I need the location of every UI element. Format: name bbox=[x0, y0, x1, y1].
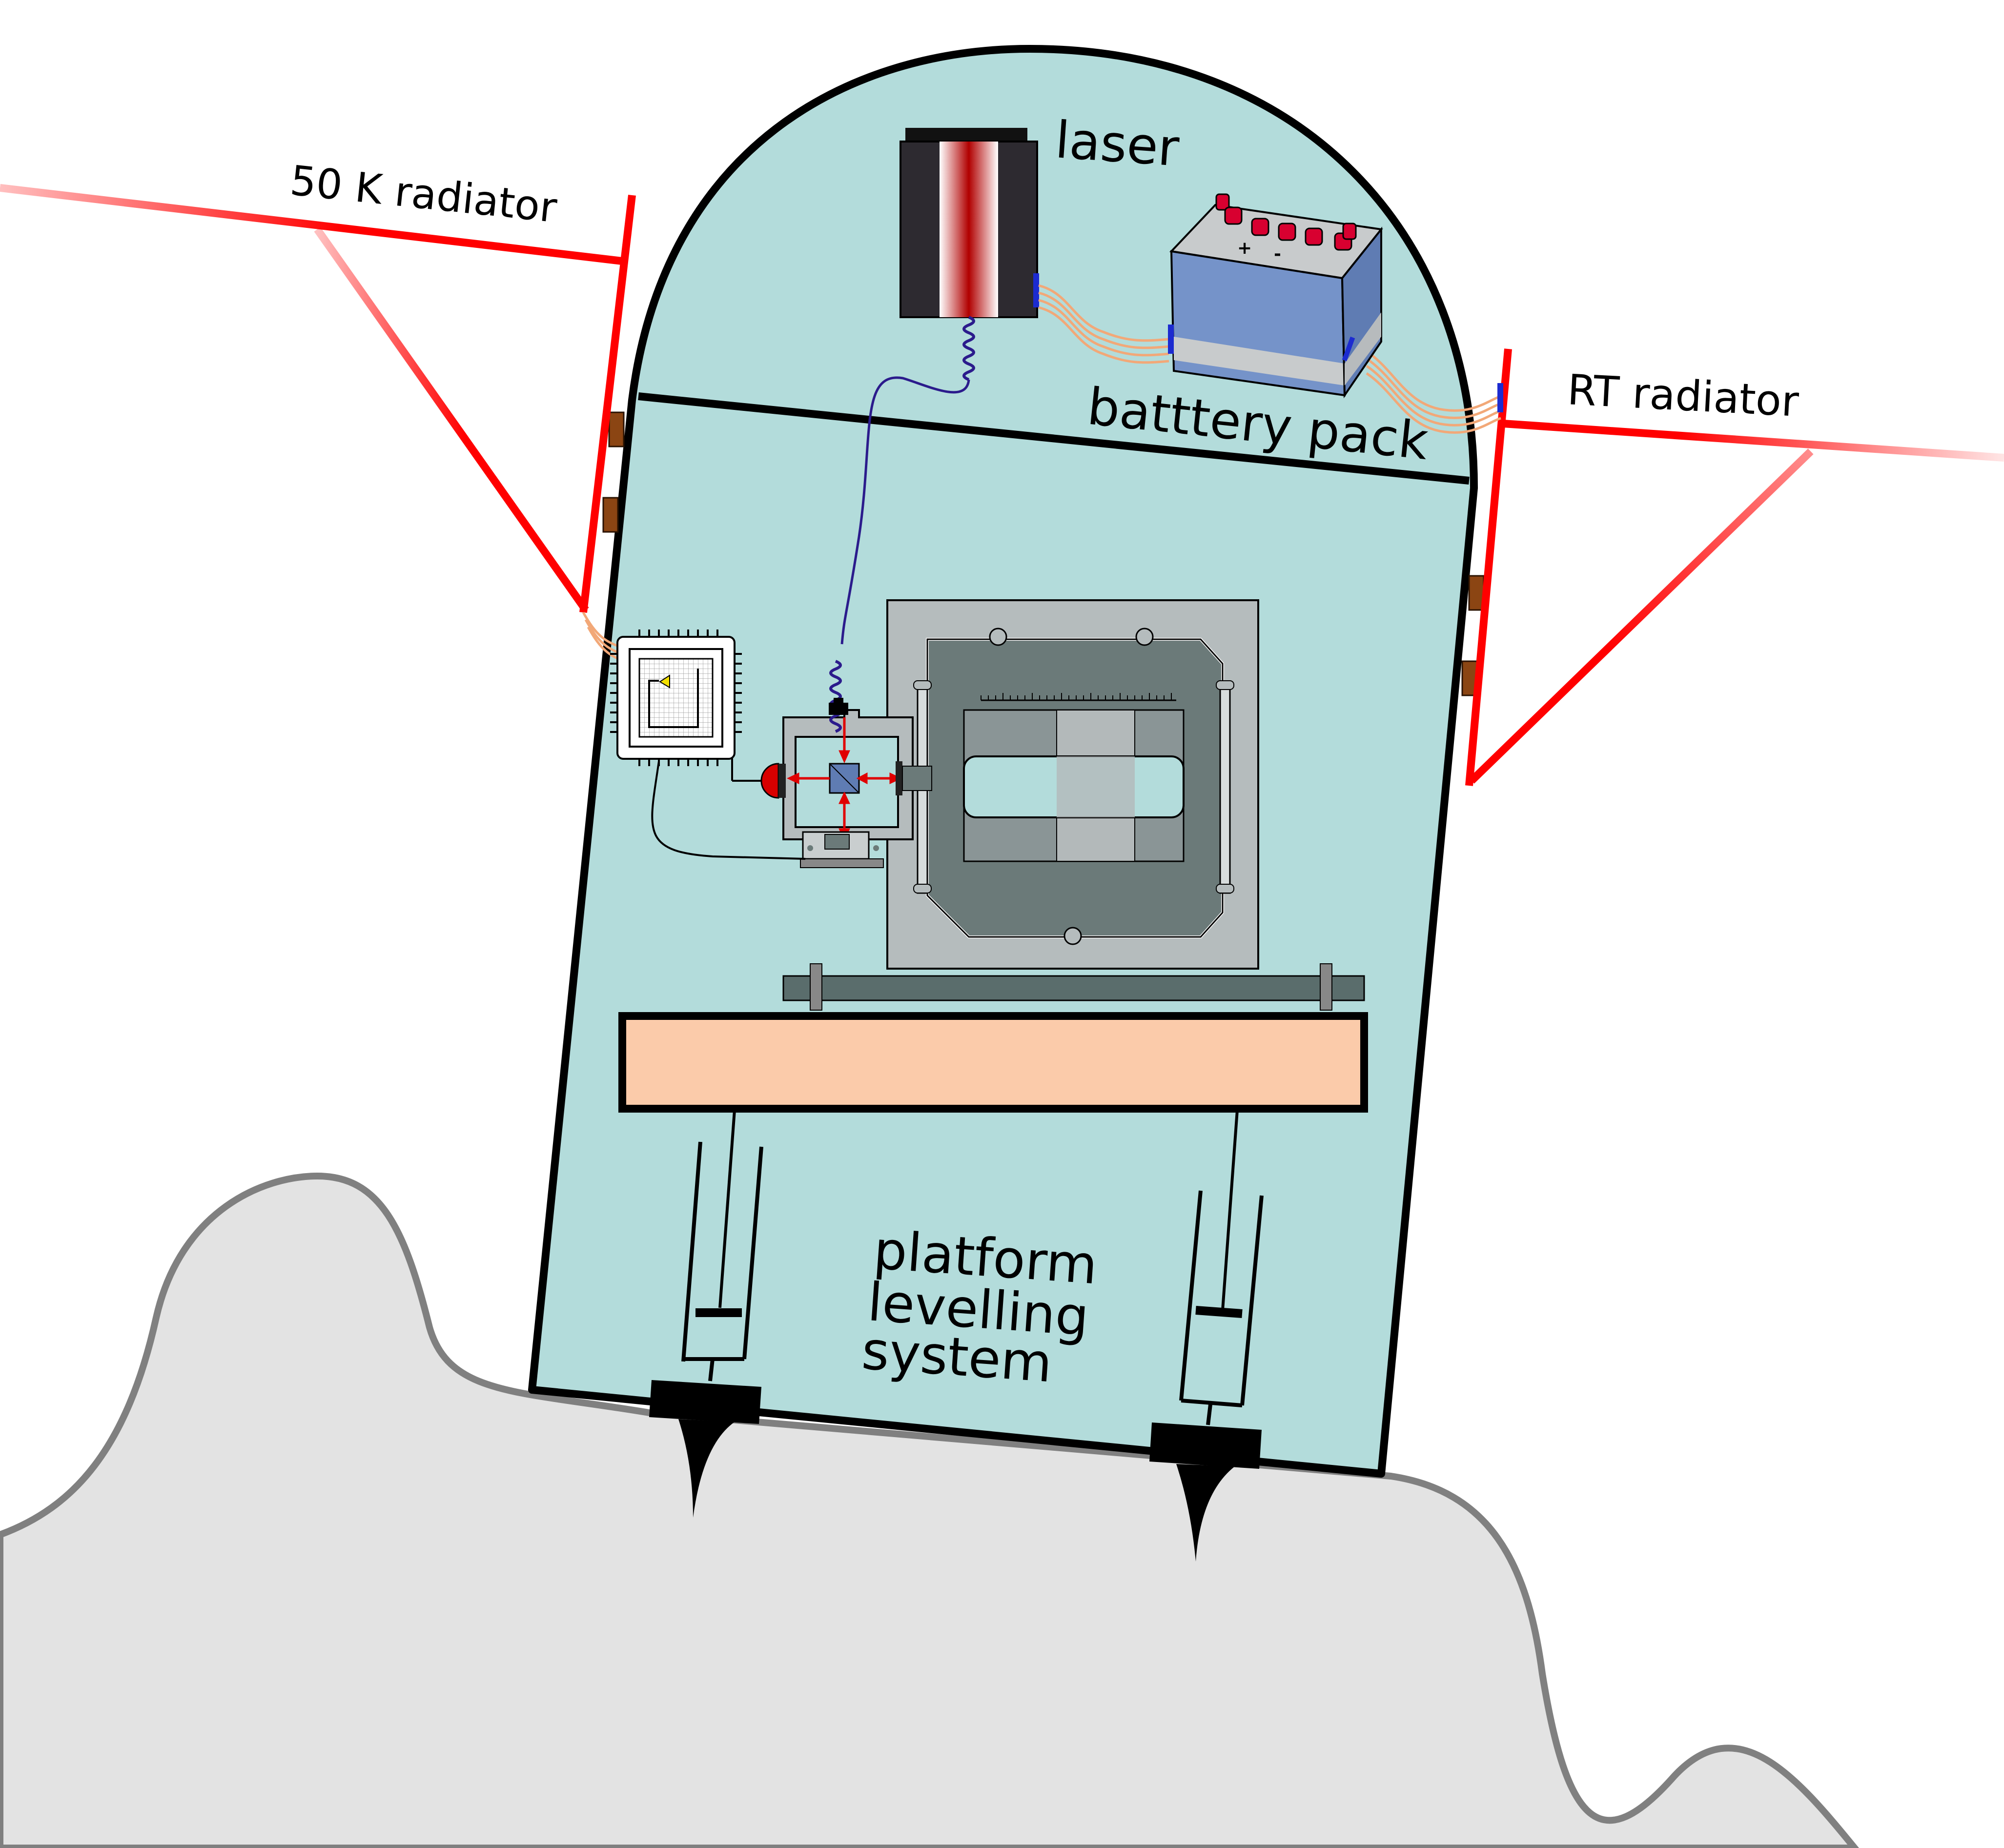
radiator-50k bbox=[0, 184, 636, 613]
platform-label-line3: system bbox=[860, 1320, 1054, 1394]
radiator-50k-label: 50 K radiator bbox=[288, 156, 559, 232]
wires-orange bbox=[582, 284, 1501, 665]
radiator-rt-label: RT radiator bbox=[1566, 366, 1800, 426]
terrain bbox=[0, 1172, 1860, 1848]
mirror bbox=[896, 761, 932, 795]
radiator-rt bbox=[1465, 348, 2004, 786]
battery-plus-sign: + bbox=[1237, 238, 1252, 258]
clamps bbox=[602, 411, 1485, 696]
actuator bbox=[800, 831, 884, 868]
base-plate bbox=[782, 963, 1365, 1011]
chip-icon bbox=[610, 630, 742, 766]
laser-icon bbox=[900, 128, 1039, 381]
levelling-leg-left bbox=[649, 1110, 763, 1518]
platform-table bbox=[618, 1012, 1368, 1113]
signal-wire bbox=[651, 761, 806, 860]
battery-minus-sign: - bbox=[1274, 244, 1281, 264]
fiber bbox=[840, 376, 970, 645]
laser-beams bbox=[787, 717, 902, 842]
levelling-leg-right bbox=[1149, 1110, 1264, 1562]
laser-label: laser bbox=[1053, 110, 1181, 178]
beamsplitter-icon bbox=[829, 763, 860, 794]
compartment-divider bbox=[638, 392, 1470, 485]
battery-icon: + - bbox=[1168, 193, 1503, 412]
platform-label: platform levelling system bbox=[860, 1220, 1100, 1395]
magnet-icon bbox=[886, 599, 1259, 970]
